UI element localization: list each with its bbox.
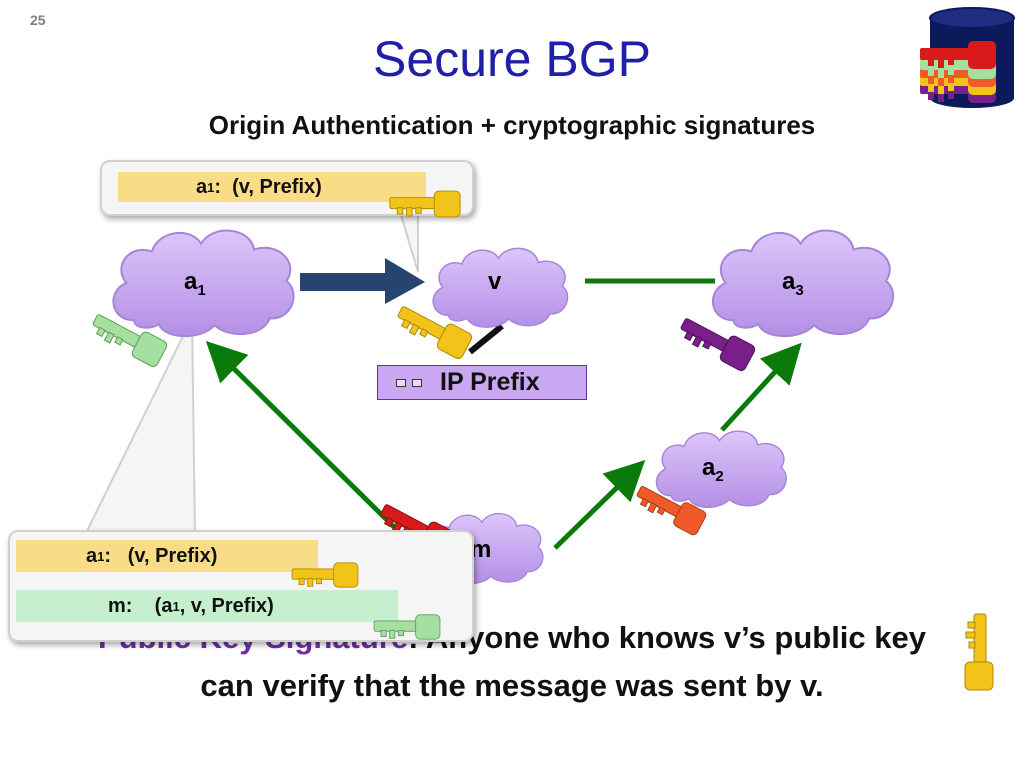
link-v-prefix (468, 323, 504, 355)
arrow-m-a2 (553, 460, 646, 550)
ip-prefix-box: IP Prefix (377, 365, 587, 400)
node-a2-label: a2 (702, 454, 724, 485)
key-icon (389, 190, 461, 218)
ip-prefix-label: IP Prefix (440, 368, 540, 396)
stacked-keys-icon (920, 41, 996, 103)
prefix-squares-icon (396, 378, 422, 387)
slide-number: 25 (30, 12, 46, 28)
arrow-a2-a3 (720, 342, 802, 432)
node-v-label: v (488, 268, 502, 295)
slide-title: Secure BGP (373, 31, 651, 87)
key-icon (291, 562, 359, 588)
node-a3-label: a3 (782, 268, 804, 299)
signature-description-line2: can verify that the message was sent by … (200, 668, 824, 703)
arrow-m-a1 (205, 340, 397, 530)
key-icon (373, 614, 441, 640)
slide-subtitle: Origin Authentication + cryptographic si… (208, 110, 816, 140)
arrow-a1-v (300, 258, 425, 304)
node-a1-label: a1 (184, 268, 206, 299)
node-m-label: m (470, 536, 492, 563)
